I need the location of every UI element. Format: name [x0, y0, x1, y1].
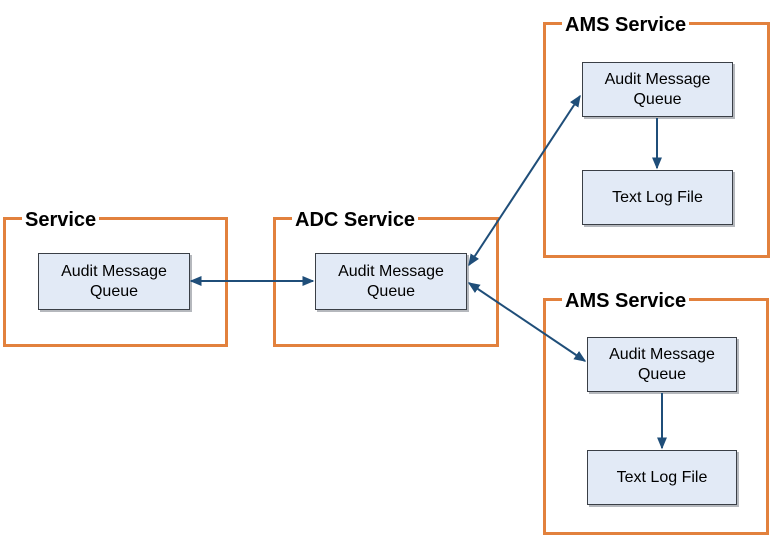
container-adc-service: ADC Service [273, 207, 499, 347]
container-service: Service [3, 207, 228, 347]
node-ams-top-audit-message-queue: Audit Message Queue [582, 62, 733, 117]
container-title-adc-service: ADC Service [292, 207, 419, 233]
node-adc-audit-message-queue: Audit Message Queue [315, 253, 467, 310]
container-title-ams-service-bottom: AMS Service [562, 288, 690, 314]
node-ams-top-text-log-file: Text Log File [582, 170, 733, 225]
container-title-service: Service [22, 207, 100, 233]
container-title-ams-service-top: AMS Service [562, 12, 690, 38]
node-ams-bottom-audit-message-queue: Audit Message Queue [587, 337, 737, 392]
node-service-audit-message-queue: Audit Message Queue [38, 253, 190, 310]
node-ams-bottom-text-log-file: Text Log File [587, 450, 737, 505]
